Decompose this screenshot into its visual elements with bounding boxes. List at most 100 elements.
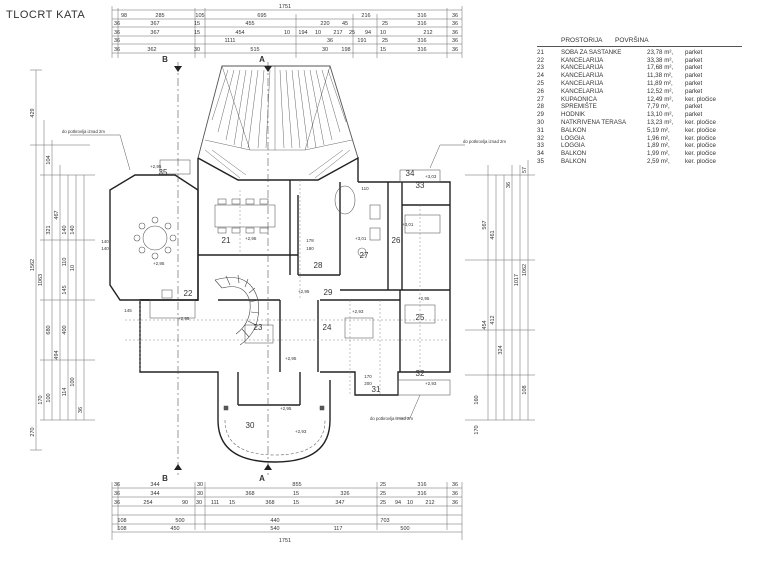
left-dimension-chains <box>30 69 95 451</box>
room-name-cell: SOBA ZA SASTANKE <box>561 48 622 56</box>
room-number-cell: 32 <box>537 134 544 142</box>
dim-right-j: 108 <box>522 385 528 394</box>
dim-left-t: 36 <box>78 407 84 413</box>
level-marker: +2,95 <box>298 289 310 294</box>
dim-left-e: 494 <box>54 350 60 359</box>
room-name-cell: KANCELARIJA <box>561 72 604 80</box>
room-name-cell: KANCELARIJA <box>561 87 604 95</box>
room-number-35: 35 <box>159 168 168 177</box>
room-finish-cell: parket <box>685 111 703 119</box>
room-area-cell: 2,59 m², <box>647 157 670 165</box>
dim-top-r3-g: 10 <box>315 30 321 36</box>
dim-top-r4-g: 36 <box>452 38 458 44</box>
room-finish-cell: ker. pločice <box>685 157 716 165</box>
dim-bot-r4-b: 500 <box>175 518 184 524</box>
dim-right-f: 160 <box>474 395 480 404</box>
level-marker: +2,95 <box>245 236 257 241</box>
dim-top-r2-h: 316 <box>417 21 426 27</box>
room-area-cell: 1,96 m², <box>647 134 670 142</box>
room-number-cell: 26 <box>537 87 544 95</box>
dim-top-r4-f: 316 <box>417 38 426 44</box>
room-schedule-header: PROSTORIJA POVRŠINA <box>537 37 742 47</box>
dim-right-e: 324 <box>498 345 504 354</box>
room-area-cell: 5,19 m², <box>647 126 670 134</box>
level-marker: +2,93 <box>425 381 437 386</box>
dim-bot-r3-f: 15 <box>229 500 235 506</box>
room-number-cell: 35 <box>537 157 544 165</box>
room-number-cell: 27 <box>537 95 544 103</box>
dim-bot-r4-d: 703 <box>380 518 389 524</box>
room-finish-cell: ker. pločice <box>685 118 716 126</box>
room-area-cell: 13,10 m², <box>647 111 674 119</box>
room-name-cell: NATKRIVENA TERASA <box>561 118 627 126</box>
dim-bot-r2-f: 326 <box>340 491 349 497</box>
dim-bot-r3-n: 36 <box>452 500 458 506</box>
dim-top-r3-c: 15 <box>194 30 200 36</box>
bottom-dimension-texts: 36 344 30 855 25 316 36 36 344 30 368 15… <box>114 482 458 544</box>
room-name-cell: SPREMIŠTE <box>561 103 597 111</box>
dim-top-r5-d: 515 <box>250 47 259 53</box>
dim-top-r1-a: 98 <box>121 13 127 19</box>
dim-top-r1-b: 285 <box>155 13 164 19</box>
dim-right-l: 57 <box>522 167 528 173</box>
room-finish-cell: parket <box>685 87 703 95</box>
dim-left-c: 1063 <box>38 274 44 286</box>
room-number-23: 23 <box>254 323 263 332</box>
room-number-22: 22 <box>184 289 193 298</box>
dim-bot-r1-c: 30 <box>197 482 203 488</box>
room-numbers: 21 22 23 24 25 26 27 28 29 30 31 32 33 3… <box>159 168 425 430</box>
dim-bot-r2-d: 368 <box>245 491 254 497</box>
top-dimension-chains <box>111 6 463 58</box>
dim-bot-r3-a: 36 <box>114 500 120 506</box>
level-marker: +2,95 <box>153 261 165 266</box>
room-area-cell: 7,79 m², <box>647 103 670 111</box>
dim-bot-r5-b: 450 <box>170 526 179 532</box>
level-marker: +3,01 <box>402 222 414 227</box>
dim-bot-r4-a: 108 <box>117 518 126 524</box>
dim-left-p: 110 <box>62 258 68 267</box>
room-finish-cell: parket <box>685 79 703 87</box>
dim-bot-r5-a: 108 <box>117 526 126 532</box>
room-name-cell: HODNIK <box>561 111 586 119</box>
level-marker: +2,93 <box>295 429 307 434</box>
room-area-cell: 13,23 m², <box>647 118 674 126</box>
dim-left-f: 270 <box>30 427 36 436</box>
room-number-31: 31 <box>372 385 381 394</box>
callout-texts: do potkrovlja iznad 2m do potkrovlja izn… <box>62 129 506 421</box>
dim-top-r5-i: 36 <box>452 47 458 53</box>
dim-bot-r5-e: 500 <box>400 526 409 532</box>
column-room-header: PROSTORIJA <box>561 37 603 44</box>
room-area-cell: 11,89 m², <box>647 79 673 87</box>
dim-bot-r1-d: 855 <box>292 482 301 488</box>
room-finish-cell: parket <box>685 72 703 80</box>
section-b-top: B <box>162 55 168 64</box>
dim-left-r: 100 <box>70 377 76 386</box>
dim-bot-r3-g: 368 <box>265 500 274 506</box>
room-number-cell: 31 <box>537 126 544 134</box>
dim-right-c: 454 <box>482 320 488 329</box>
room-number-cell: 29 <box>537 111 544 119</box>
dim-bot-r2-c: 30 <box>197 491 203 497</box>
interior-dim: 200 <box>364 381 372 386</box>
dim-bot-r2-i: 36 <box>452 491 458 497</box>
room-area-cell: 12,52 m², <box>647 87 674 95</box>
dim-top-r1-e: 216 <box>361 13 370 19</box>
dim-bot-r2-g: 25 <box>380 491 386 497</box>
dim-top-r3-m: 36 <box>452 30 458 36</box>
dim-top-r4-e: 25 <box>382 38 388 44</box>
section-markers: B A B A <box>162 55 265 483</box>
dim-bot-r3-h: 15 <box>293 500 299 506</box>
dim-left-m: 140 <box>70 225 76 234</box>
room-area-cell: 23,78 m², <box>647 48 674 56</box>
dim-bot-r1-g: 36 <box>452 482 458 488</box>
room-area-cell: 12,49 m², <box>647 95 674 103</box>
room-area-cell: 1,99 m², <box>647 150 670 158</box>
interior-dim: 170 <box>364 374 372 379</box>
top-dimension-texts: 1751 98 285 105 695 216 316 36 36 367 15… <box>114 4 458 53</box>
dim-bot-r3-j: 25 <box>380 500 386 506</box>
